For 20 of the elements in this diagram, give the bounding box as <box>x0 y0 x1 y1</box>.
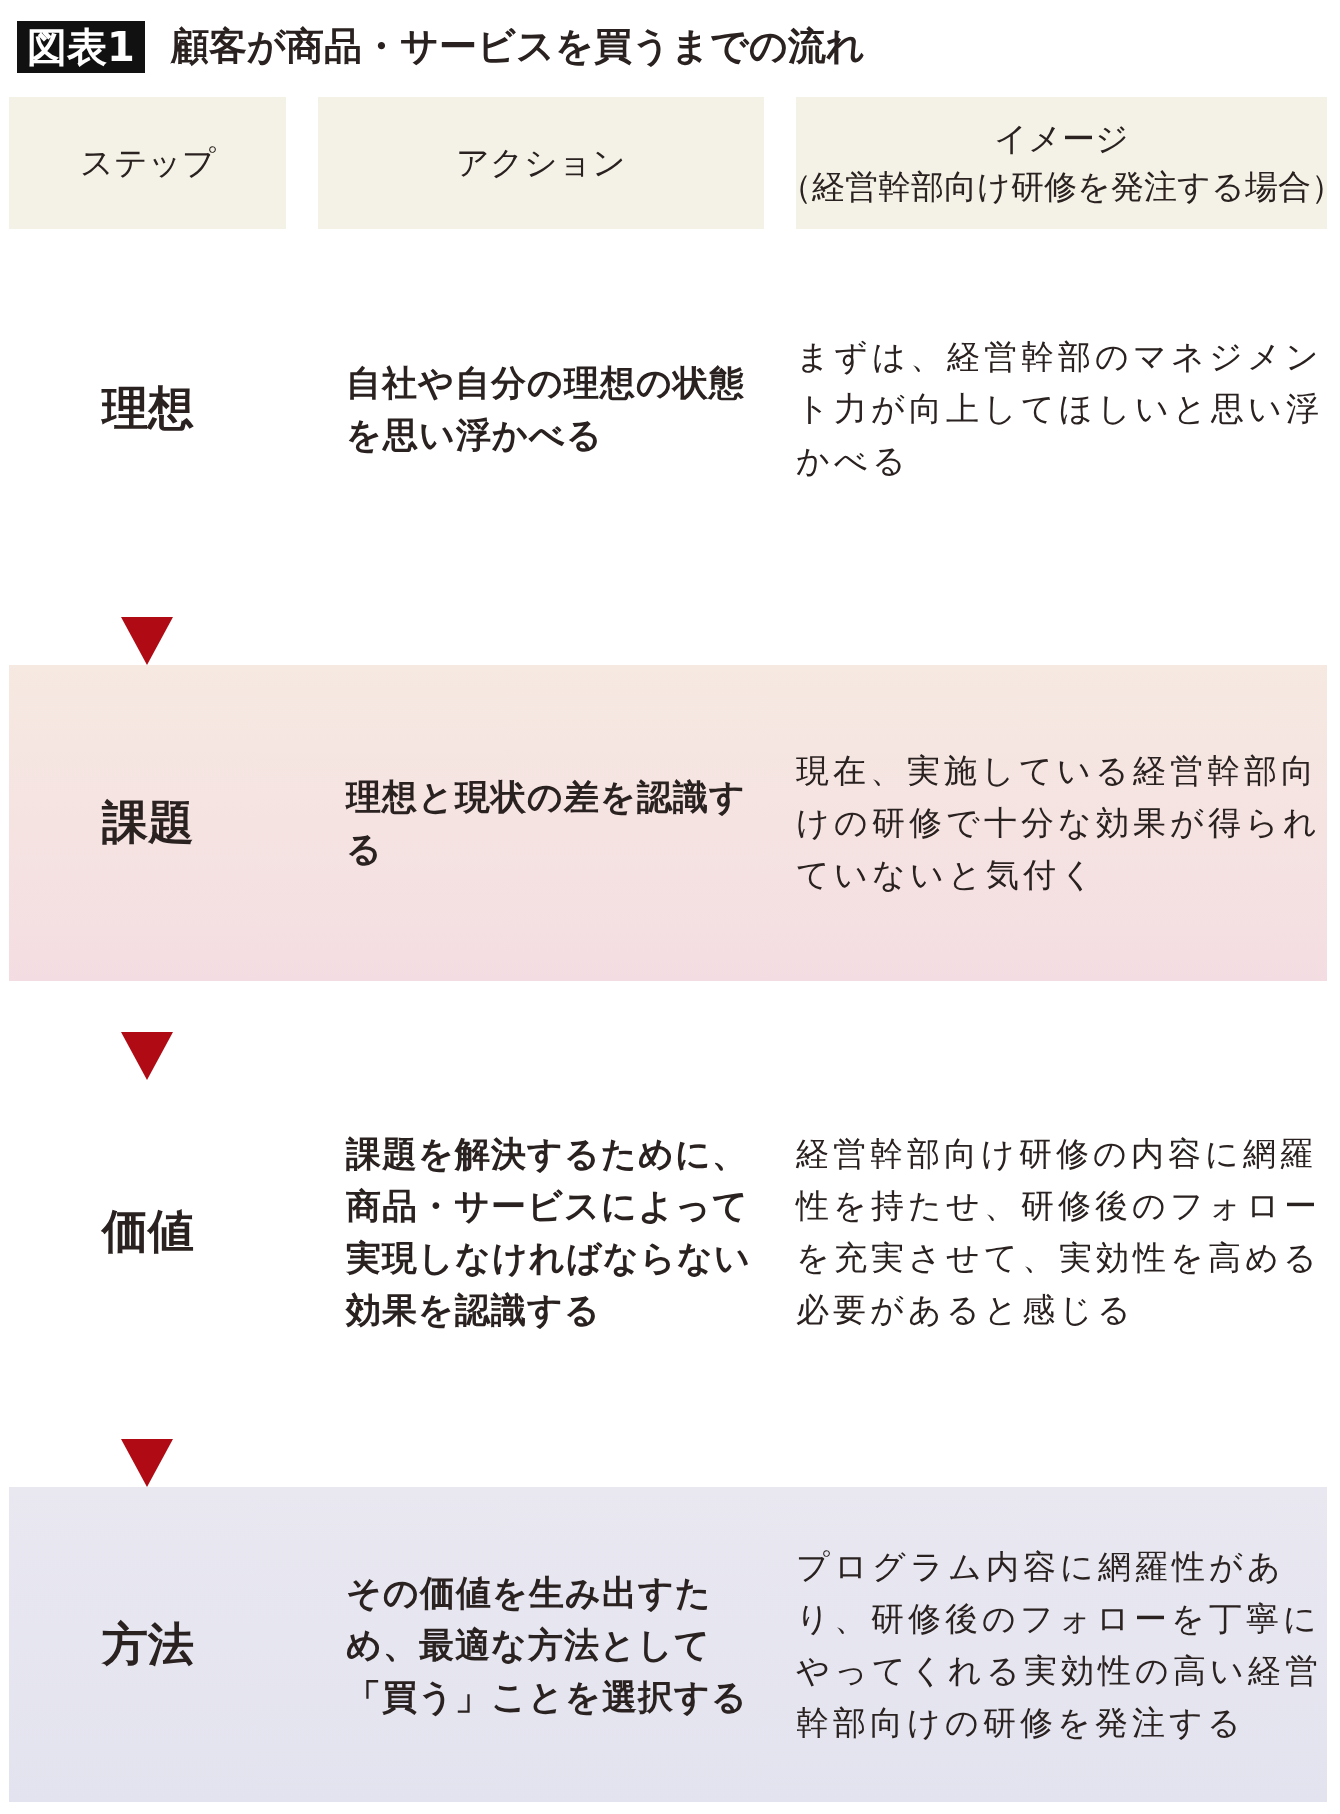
row-band <box>9 665 1327 981</box>
header-text: ステップ <box>79 142 216 184</box>
header-text: イメージ <box>994 118 1129 160</box>
row-band <box>9 1487 1327 1802</box>
header-text: アクション <box>456 142 626 184</box>
title: 顧客が商品・サービスを買うまでの流れ <box>171 23 865 70</box>
step-label: 理想 <box>101 380 194 437</box>
action-text: 課題を解決するために、商品・サービスによって実現しなければならない効果を認識する <box>346 1132 752 1332</box>
step-label: 価値 <box>101 1202 194 1260</box>
image-text: 現在、実施している経営幹部向けの研修で十分な効果が得られていないと気付く <box>796 750 1322 896</box>
header-text: （経営幹部向け研修を発注する場合） <box>779 166 1340 208</box>
action-text: 自社や自分の理想の状態を思い浮かべる <box>346 362 746 457</box>
action-text: その価値を生み出すため、最適な方法として「買う」ことを選択する <box>346 1571 749 1719</box>
image-text: 経営幹部向け研修の内容に網羅性を持たせ、研修後のフォローを充実させて、実効性を高める必要があると感じる <box>796 1132 1322 1331</box>
action-text: 理想と現状の差を認識する <box>346 776 747 871</box>
image-text: まずは、経営幹部のマネジメント力が向上してほしいと思い浮かべる <box>796 336 1324 482</box>
figure-badge: 図表1 <box>17 21 145 73</box>
step-label: 方法 <box>101 1615 194 1673</box>
image-text: プログラム内容に網羅性があり、研修後のフォローを丁寧にやってくれる実効性の高い経営幹部向けの研修を発注する <box>796 1545 1323 1744</box>
step-label: 課題 <box>101 794 194 851</box>
